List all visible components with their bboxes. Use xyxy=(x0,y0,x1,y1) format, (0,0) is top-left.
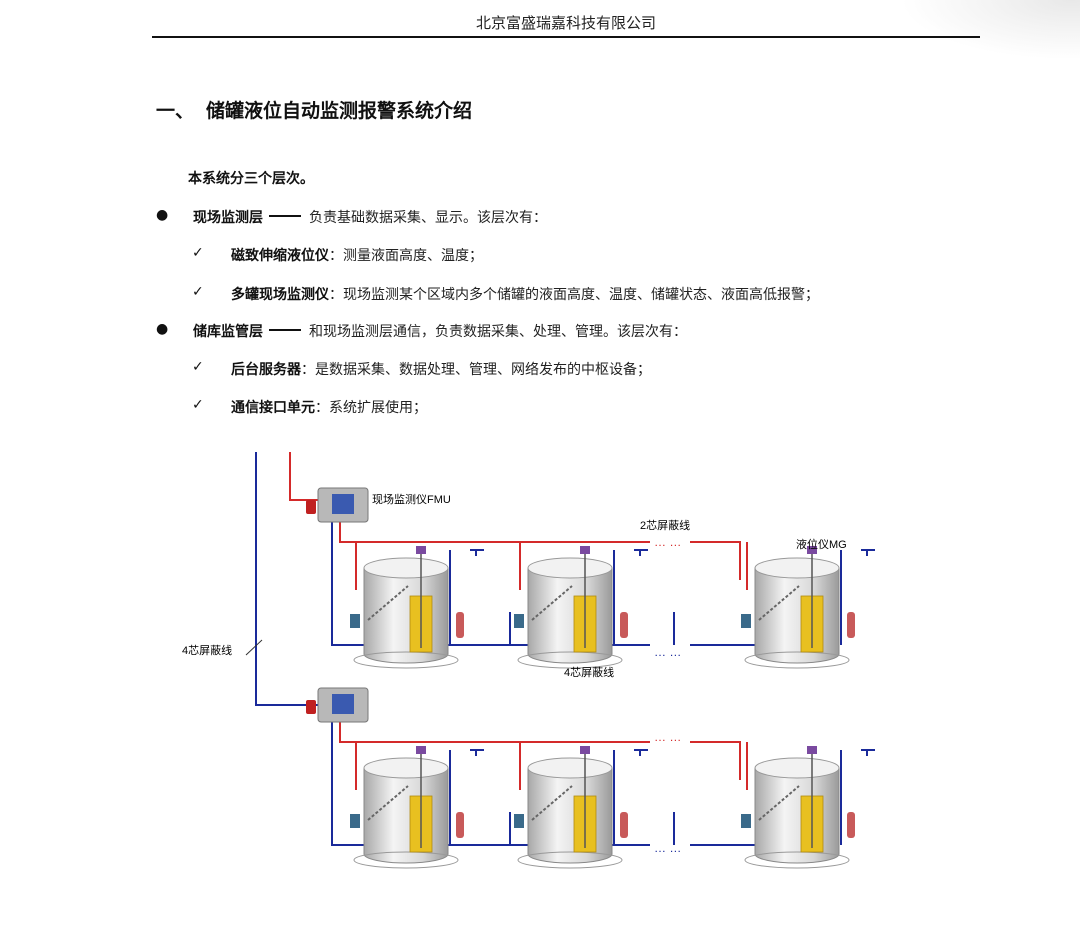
item-term: 后台服务器 xyxy=(231,362,301,378)
tank-base xyxy=(353,651,459,669)
dash-divider xyxy=(269,329,301,331)
red-bus-wire xyxy=(339,716,650,743)
dash-divider xyxy=(269,215,301,217)
tank-group xyxy=(350,546,855,869)
item-desc: 和现场监测层通信，负责数据采集、处理、管理。该层次有： xyxy=(309,324,687,340)
section-number: 一、 xyxy=(156,100,195,122)
device-group xyxy=(306,487,369,723)
tank-roof xyxy=(754,757,840,779)
tank-ladder xyxy=(758,585,800,621)
alarm-probe xyxy=(847,812,855,838)
ellipsis-blue: … … xyxy=(654,645,681,659)
system-diagram: 现场监测仪FMU 2芯屏蔽线 液位仪MG 4芯屏蔽线 4芯屏蔽线 … … … …… xyxy=(182,452,875,869)
blue-trunk-wire xyxy=(255,452,320,706)
page-header: 北京富盛瑞嘉科技有限公司 xyxy=(152,12,980,38)
ellipsis-red: … … xyxy=(654,730,681,744)
tank-roof xyxy=(754,557,840,579)
corner-decoration xyxy=(900,0,1080,60)
item-desc: ：现场监测某个区域内多个储罐的液面高度、温度、储罐状态、液面高低报警； xyxy=(329,287,819,303)
red-trunk-wire xyxy=(289,452,318,501)
tank-ladder xyxy=(531,585,573,621)
tank-ladder xyxy=(367,785,409,821)
item-desc: ：测量液面高度、温度； xyxy=(329,248,483,264)
probe-head xyxy=(580,746,590,754)
fmu-screen xyxy=(332,694,354,714)
4core-cable-label-mid: 4芯屏蔽线 xyxy=(564,665,614,679)
section-title: 储罐液位自动监测报警系统介绍 xyxy=(206,100,473,122)
tank-roof xyxy=(527,757,613,779)
item-term: 磁致伸缩液位仪 xyxy=(231,248,329,264)
probe-head xyxy=(416,746,426,754)
alarm-probe xyxy=(620,612,628,638)
tank-body xyxy=(754,568,840,664)
probe-head xyxy=(580,546,590,554)
section-heading: 一、储罐液位自动监测报警系统介绍 xyxy=(156,96,472,123)
checkmark-icon: ✓ xyxy=(192,284,204,300)
item-desc: 负责基础数据采集、显示。该层次有： xyxy=(309,210,547,226)
tank-roof xyxy=(363,557,449,579)
item-desc: ：系统扩展使用； xyxy=(315,400,427,416)
ellipsis-blue: … … xyxy=(654,841,681,855)
tank-body xyxy=(363,768,449,864)
sensor-box xyxy=(741,814,751,828)
alarm-lamp xyxy=(306,500,316,514)
tank-ladder xyxy=(531,785,573,821)
alarm-probe xyxy=(620,812,628,838)
tank-roof xyxy=(527,557,613,579)
mg-label: 液位仪MG xyxy=(796,537,847,551)
item-term: 储库监管层 xyxy=(193,324,263,340)
alarm-probe xyxy=(456,812,464,838)
sensor-box xyxy=(350,814,360,828)
tank-base xyxy=(517,651,623,669)
red-bus-wire xyxy=(339,516,650,543)
4core-cable-label-left: 4芯屏蔽线 xyxy=(182,643,232,657)
tank-base xyxy=(744,651,850,669)
sensor-box xyxy=(741,614,751,628)
cable-tick xyxy=(245,639,263,656)
checkmark-icon: ✓ xyxy=(192,359,204,375)
intro-text: 本系统分三个层次。 xyxy=(188,171,314,187)
ellipsis-red: … … xyxy=(654,535,681,549)
tank-body xyxy=(527,568,613,664)
item-term: 现场监测层 xyxy=(193,210,263,226)
tank-base xyxy=(517,851,623,869)
sensor-box xyxy=(350,614,360,628)
alarm-lamp xyxy=(306,700,316,714)
tank-body xyxy=(527,768,613,864)
2core-cable-label: 2芯屏蔽线 xyxy=(640,518,690,532)
fmu-screen xyxy=(332,494,354,514)
tank-roof xyxy=(363,757,449,779)
alarm-probe xyxy=(456,612,464,638)
red-bus-wire xyxy=(690,741,741,780)
fmu-label: 现场监测仪FMU xyxy=(372,492,451,506)
tank-body xyxy=(363,568,449,664)
probe-head xyxy=(807,546,817,554)
probe-head xyxy=(807,746,817,754)
item-desc: ：是数据采集、数据处理、管理、网络发布的中枢设备； xyxy=(301,362,651,378)
red-bus-wire xyxy=(690,541,741,580)
sensor-box xyxy=(514,814,524,828)
tank-body xyxy=(754,768,840,864)
alarm-probe xyxy=(847,612,855,638)
probe-head xyxy=(416,546,426,554)
bullet-icon: ● xyxy=(156,207,169,223)
bullet-icon: ● xyxy=(156,321,169,337)
checkmark-icon: ✓ xyxy=(192,397,204,413)
item-term: 通信接口单元 xyxy=(231,400,315,416)
sensor-box xyxy=(514,614,524,628)
tank-base xyxy=(353,851,459,869)
tank-ladder xyxy=(758,785,800,821)
tank-ladder xyxy=(367,585,409,621)
item-term: 多罐现场监测仪 xyxy=(231,287,329,303)
tank-base xyxy=(744,851,850,869)
checkmark-icon: ✓ xyxy=(192,245,204,261)
